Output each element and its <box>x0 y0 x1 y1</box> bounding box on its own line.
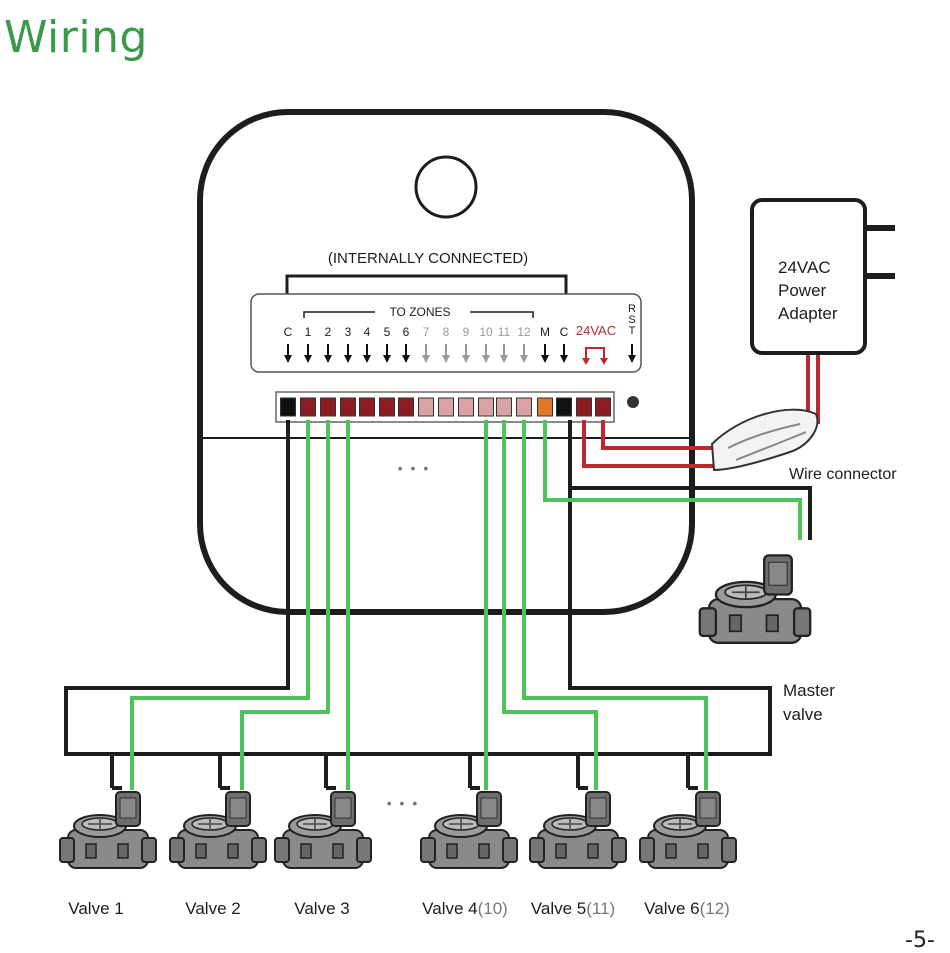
wire-connector-icon <box>712 410 817 470</box>
valve-4-label: Valve 4(10) <box>422 899 508 918</box>
terminal-label-7: 7 <box>423 325 430 339</box>
master-valve-icon <box>700 555 810 642</box>
terminal-block-9[interactable] <box>459 398 474 416</box>
terminal-block-6[interactable] <box>399 398 414 416</box>
terminal-label-10: 10 <box>479 325 493 339</box>
terminal-label-c: C <box>284 325 293 339</box>
valve-4-icon <box>421 792 517 868</box>
valve-3-label: Valve 3 <box>294 899 349 918</box>
internally-connected-label: (INTERNALLY CONNECTED) <box>328 250 528 267</box>
adapter-label-line: Adapter <box>778 304 838 323</box>
master-valve-label: Master valve <box>783 681 835 724</box>
terminal-label-1: 1 <box>305 325 312 339</box>
valves-ellipsis: • • • <box>387 795 419 811</box>
page-number: -5- <box>905 928 935 953</box>
terminal-label-8: 8 <box>443 325 450 339</box>
terminal-label-11: 11 <box>498 325 511 339</box>
terminal-label-5: 5 <box>384 325 391 339</box>
terminal-block-3[interactable] <box>341 398 356 416</box>
reset-button[interactable] <box>627 396 639 408</box>
terminal-block-16[interactable] <box>596 398 611 416</box>
terminal-label-4: 4 <box>364 325 371 339</box>
master-valve-label-line: valve <box>783 705 823 724</box>
terminal-block-12[interactable] <box>517 398 532 416</box>
terminal-block-8[interactable] <box>439 398 454 416</box>
terminal-label-2: 2 <box>325 325 332 339</box>
terminal-block-11[interactable] <box>497 398 512 416</box>
terminal-block-13[interactable] <box>538 398 553 416</box>
terminal-block-0[interactable] <box>281 398 296 416</box>
terminal-label-c: C <box>560 325 569 339</box>
terminal-block-14[interactable] <box>557 398 572 416</box>
adapter-label-line: 24VAC <box>778 258 831 277</box>
to-zones-label: TO ZONES <box>389 305 450 319</box>
valve-2-icon <box>170 792 266 868</box>
terminal-label-12: 12 <box>517 325 531 339</box>
valve-1-icon <box>60 792 156 868</box>
controller-dial-icon[interactable] <box>416 157 476 217</box>
controller-ellipsis: • • • <box>398 460 430 476</box>
wire-connector-label: Wire connector <box>789 466 897 483</box>
valve-5-label: Valve 5(11) <box>531 899 615 918</box>
terminal-label-9: 9 <box>463 325 470 339</box>
valve-6-label: Valve 6(12) <box>644 899 730 918</box>
reset-label-char: T <box>629 325 636 337</box>
valve-3-icon <box>275 792 371 868</box>
valve-5-icon <box>530 792 626 868</box>
valve-1-label: Valve 1 <box>68 899 123 918</box>
terminal-blocks <box>281 398 611 416</box>
terminal-block-15[interactable] <box>577 398 592 416</box>
terminal-block-1[interactable] <box>301 398 316 416</box>
terminal-block-4[interactable] <box>360 398 375 416</box>
terminal-label-3: 3 <box>345 325 352 339</box>
valve-2-label: Valve 2 <box>185 899 240 918</box>
power-label: 24VAC <box>576 323 616 338</box>
reset-label: RST <box>628 303 636 337</box>
terminal-label-m: M <box>540 325 550 339</box>
terminal-block-5[interactable] <box>380 398 395 416</box>
terminal-label-6: 6 <box>403 325 410 339</box>
terminal-block-7[interactable] <box>419 398 434 416</box>
adapter-label-line: Power <box>778 281 827 300</box>
terminal-block-2[interactable] <box>321 398 336 416</box>
terminal-block-10[interactable] <box>479 398 494 416</box>
valve-6-icon <box>640 792 736 868</box>
master-valve-label-line: Master <box>783 681 835 700</box>
